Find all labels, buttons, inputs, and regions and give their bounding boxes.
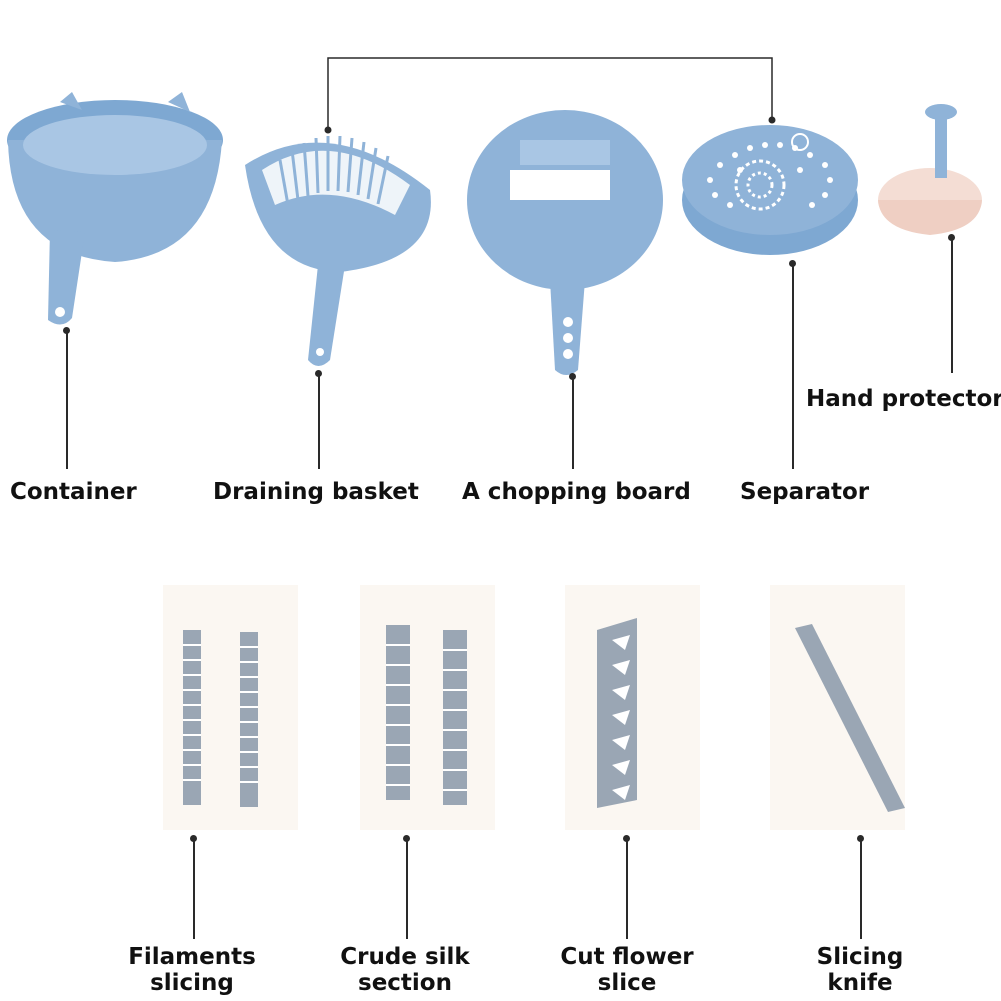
- container-leader: [66, 331, 68, 469]
- separator-pointer: [789, 260, 796, 267]
- container-image: [7, 92, 223, 325]
- chopping-board-image: [467, 110, 663, 375]
- cut-flower-blade-image: [565, 585, 700, 830]
- label-crude-silk-section: Crude silk section: [330, 944, 480, 996]
- label-cut-flower-slice: Cut flower slice: [552, 944, 702, 996]
- label-slicing-line2: knife: [827, 970, 893, 996]
- crude-silk-pointer: [403, 835, 410, 842]
- crude-silk-blade-image: [360, 585, 495, 830]
- label-filaments-line2: slicing: [150, 970, 234, 996]
- slicing-knife-leader: [860, 839, 862, 939]
- crude-silk-leader: [406, 839, 408, 939]
- filaments-leader: [193, 839, 195, 939]
- filaments-pointer: [190, 835, 197, 842]
- draining-basket-leader: [318, 374, 320, 469]
- label-filaments-slicing: Filaments slicing: [122, 944, 262, 996]
- label-chopping-board: A chopping board: [462, 479, 691, 505]
- hand-protector-pointer: [948, 234, 955, 241]
- filaments-blade-image: [163, 585, 298, 830]
- label-hand-protector: Hand protector: [806, 386, 1001, 412]
- chopping-board-leader: [572, 377, 574, 469]
- label-filaments-line1: Filaments: [128, 944, 256, 970]
- slicing-knife-blade-image: [770, 585, 905, 830]
- draining-basket-image: [245, 135, 431, 366]
- label-slicing-line1: Slicing: [816, 944, 904, 970]
- chopping-board-pointer: [569, 373, 576, 380]
- container-pointer: [63, 327, 70, 334]
- label-cutflower-line2: slice: [597, 970, 657, 996]
- bracket-line: [327, 57, 773, 130]
- label-slicing-knife: Slicing knife: [800, 944, 920, 996]
- separator-image: [682, 125, 858, 255]
- slicing-knife-pointer: [857, 835, 864, 842]
- hand-protector-leader: [951, 238, 953, 373]
- label-container: Container: [10, 479, 137, 505]
- separator-leader: [792, 264, 794, 469]
- cut-flower-pointer: [623, 835, 630, 842]
- draining-basket-pointer: [315, 370, 322, 377]
- label-cutflower-line1: Cut flower: [560, 944, 694, 970]
- hand-protector-image: [878, 104, 982, 235]
- label-separator: Separator: [740, 479, 870, 505]
- label-crude-line2: section: [358, 970, 452, 996]
- label-draining-basket: Draining basket: [213, 479, 419, 505]
- label-crude-line1: Crude silk: [340, 944, 470, 970]
- cut-flower-leader: [626, 839, 628, 939]
